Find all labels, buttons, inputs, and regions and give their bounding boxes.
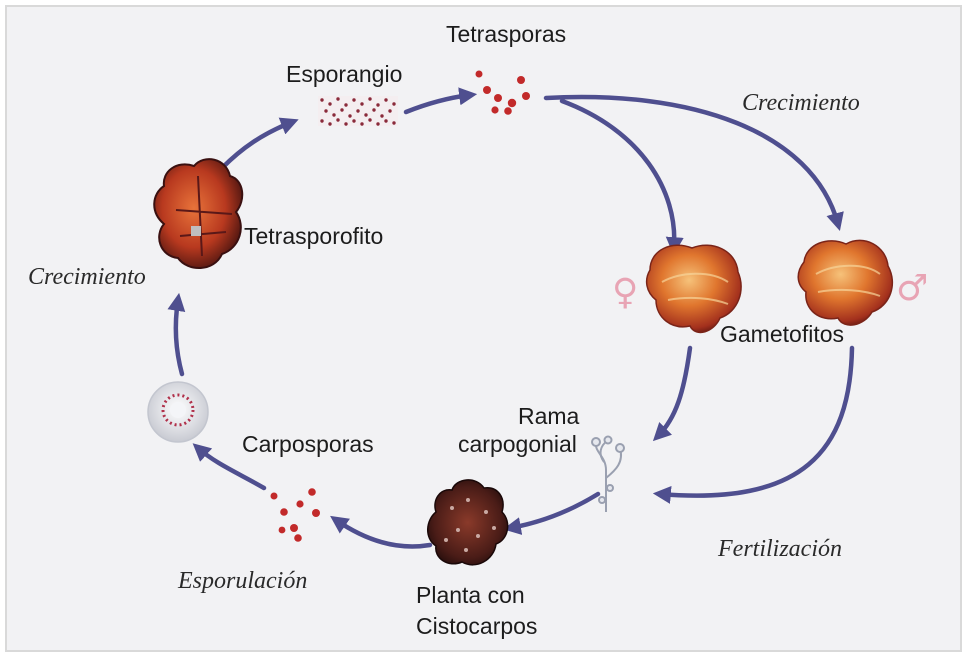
- label-tetrasporofito: Tetrasporofito: [244, 223, 383, 249]
- label-planta-line2: Cistocarpos: [416, 613, 537, 639]
- tetrasporofito-illustration: [154, 159, 242, 268]
- label-esporulacion: Esporulación: [177, 568, 307, 594]
- label-rama-line2: carpogonial: [458, 431, 577, 457]
- label-planta-line1: Planta con: [416, 582, 525, 608]
- label-fertilizacion: Fertilización: [717, 536, 842, 562]
- label-carposporas: Carposporas: [242, 431, 374, 457]
- germinating-disc-illustration: [148, 382, 208, 442]
- label-crecimiento-top: Crecimiento: [742, 90, 860, 116]
- label-rama-line1: Rama: [518, 403, 580, 429]
- female-symbol: ♀: [612, 272, 638, 313]
- label-gametofitos: Gametofitos: [720, 321, 844, 347]
- label-crecimiento-left: Crecimiento: [28, 264, 146, 290]
- esporangio-illustration: [318, 96, 398, 126]
- label-esporangio: Esporangio: [286, 61, 402, 87]
- male-symbol: ♂: [896, 268, 928, 309]
- label-tetrasporas: Tetrasporas: [446, 21, 566, 47]
